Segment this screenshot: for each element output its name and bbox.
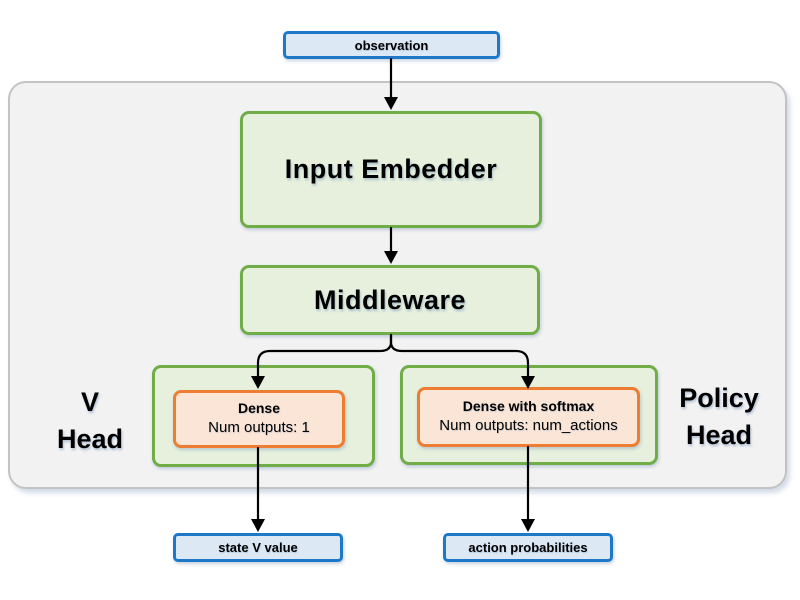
v-head-dense-title: Dense <box>237 400 281 417</box>
action-probabilities-label: action probabilities <box>468 540 588 555</box>
input-embedder-node: Input Embedder <box>240 111 542 228</box>
input-embedder-label: Input Embedder <box>284 154 498 184</box>
policy-head-dense-node: Dense with softmax Num outputs: num_acti… <box>417 387 640 447</box>
v-head-dense-subtitle: Num outputs: 1 <box>208 419 310 437</box>
v-head-label-line2: Head <box>56 424 124 454</box>
policy-head-label-line2: Head <box>685 420 753 450</box>
observation-node: observation <box>283 31 500 59</box>
state-v-value-label: state V value <box>218 540 298 555</box>
v-head-label: V Head <box>25 384 155 458</box>
action-probabilities-node: action probabilities <box>443 533 613 562</box>
policy-head-label: Policy Head <box>654 380 784 454</box>
middleware-label: Middleware <box>313 284 467 315</box>
middleware-node: Middleware <box>240 265 540 335</box>
observation-label: observation <box>354 37 429 53</box>
policy-head-dense-title: Dense with softmax <box>462 398 595 415</box>
v-head-dense-node: Dense Num outputs: 1 <box>173 390 345 448</box>
policy-head-dense-subtitle: Num outputs: num_actions <box>439 417 618 435</box>
v-head-label-line1: V <box>80 387 99 417</box>
state-v-value-node: state V value <box>173 533 343 562</box>
policy-head-label-line1: Policy <box>679 383 759 413</box>
